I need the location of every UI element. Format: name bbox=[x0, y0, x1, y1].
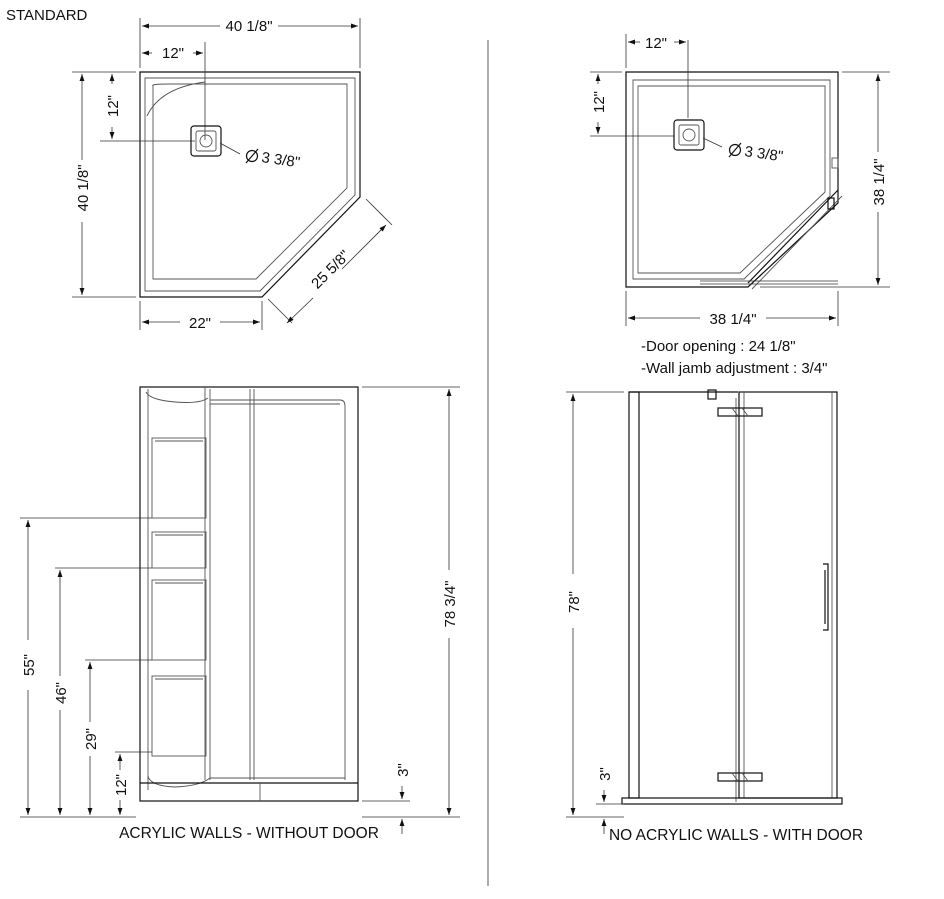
door-drain-icon bbox=[673, 119, 705, 151]
door-handle-icon bbox=[823, 563, 829, 631]
front-width-dimension-label: 22" bbox=[189, 315, 211, 332]
door-opening-note: -Door opening : 24 1/8" bbox=[641, 338, 796, 355]
door-base bbox=[621, 797, 843, 805]
door-height-dimension-label: 78" bbox=[566, 591, 583, 613]
door-base-dimension-label: 3" bbox=[597, 767, 614, 781]
standard-label: STANDARD bbox=[6, 7, 88, 24]
door-depth-dimension-label: 38 1/4" bbox=[871, 158, 888, 205]
wall-base-curve bbox=[147, 775, 345, 788]
door-glass-line bbox=[747, 189, 839, 284]
shelf-2 bbox=[151, 531, 207, 569]
shelf-4 bbox=[151, 675, 207, 757]
diameter-symbol-icon bbox=[245, 148, 259, 164]
door-elevation-caption: NO ACRYLIC WALLS - WITH DOOR bbox=[609, 827, 863, 844]
door-plan-view: 3 3/8" 12" 12" 38 1/4" 38 1/4" -Door ope… bbox=[590, 34, 890, 377]
width-dimension-label: 40 1/8" bbox=[225, 18, 272, 35]
door-panel-line bbox=[751, 195, 843, 290]
shelf-46-label: 46" bbox=[53, 682, 70, 704]
base-inner-lip bbox=[144, 77, 356, 292]
drain-diameter-label: 3 3/8" bbox=[260, 149, 301, 171]
door-fixed-panel bbox=[628, 391, 640, 799]
door-wall-jamb bbox=[831, 157, 839, 169]
door-base-outline bbox=[625, 71, 839, 288]
shelf-1 bbox=[151, 437, 207, 519]
shelf-12-label: 12" bbox=[113, 774, 130, 796]
door-base-inner bbox=[632, 79, 831, 280]
walls-elevation-caption: ACRYLIC WALLS - WITHOUT DOOR bbox=[119, 825, 379, 842]
door-hinge-bottom-icon bbox=[717, 772, 763, 782]
wall-height-dimension-label: 78 3/4" bbox=[442, 580, 459, 627]
depth-dimension-label: 40 1/8" bbox=[75, 164, 92, 211]
drain-leader bbox=[219, 142, 241, 155]
door-hinge-icon bbox=[827, 197, 835, 210]
wall-top-curve bbox=[145, 391, 209, 403]
base-outline bbox=[139, 71, 361, 298]
door-top-bracket bbox=[707, 389, 717, 400]
door-drain-y-dimension-label: 12" bbox=[591, 91, 608, 113]
door-elevation-view: 78" 3" NO ACRYLIC WALLS - WITH DOOR bbox=[566, 389, 863, 844]
drain-y-dimension-label: 12" bbox=[105, 95, 122, 117]
angled-wall-dimension-line bbox=[341, 224, 387, 270]
base-corner-seat bbox=[146, 81, 206, 117]
door-glass-panel bbox=[738, 391, 838, 799]
door-drain-diameter-label: 3 3/8" bbox=[743, 143, 784, 165]
shelf-3 bbox=[151, 579, 207, 661]
door-drain-leader bbox=[702, 137, 723, 148]
wall-base-dimension-label: 3" bbox=[395, 763, 412, 777]
door-width-dimension-label: 38 1/4" bbox=[709, 311, 756, 328]
door-diameter-symbol-icon bbox=[728, 142, 742, 158]
door-base-floor bbox=[637, 85, 826, 274]
standard-plan-view: 3 3/8" 40 1/8" 12" 40 1/8" 12" 25 5/8" 2 bbox=[72, 18, 393, 332]
base-floor-outline bbox=[152, 83, 348, 280]
door-hinge-icon bbox=[717, 407, 763, 417]
wall-outline bbox=[139, 386, 359, 802]
drain-icon bbox=[190, 125, 222, 157]
drain-x-dimension-label: 12" bbox=[162, 45, 184, 62]
wall-jamb-note: -Wall jamb adjustment : 3/4" bbox=[641, 360, 828, 377]
door-drain-x-dimension-label: 12" bbox=[645, 35, 667, 52]
shelf-29-label: 29" bbox=[83, 728, 100, 750]
angled-wall-dimension-label: 25 5/8" bbox=[308, 247, 353, 292]
shelf-55-label: 55" bbox=[21, 654, 38, 676]
walls-elevation-view: 78 3/4" 3" 55" 46" 29" 12" ACRYLIC WALLS… bbox=[20, 386, 460, 842]
